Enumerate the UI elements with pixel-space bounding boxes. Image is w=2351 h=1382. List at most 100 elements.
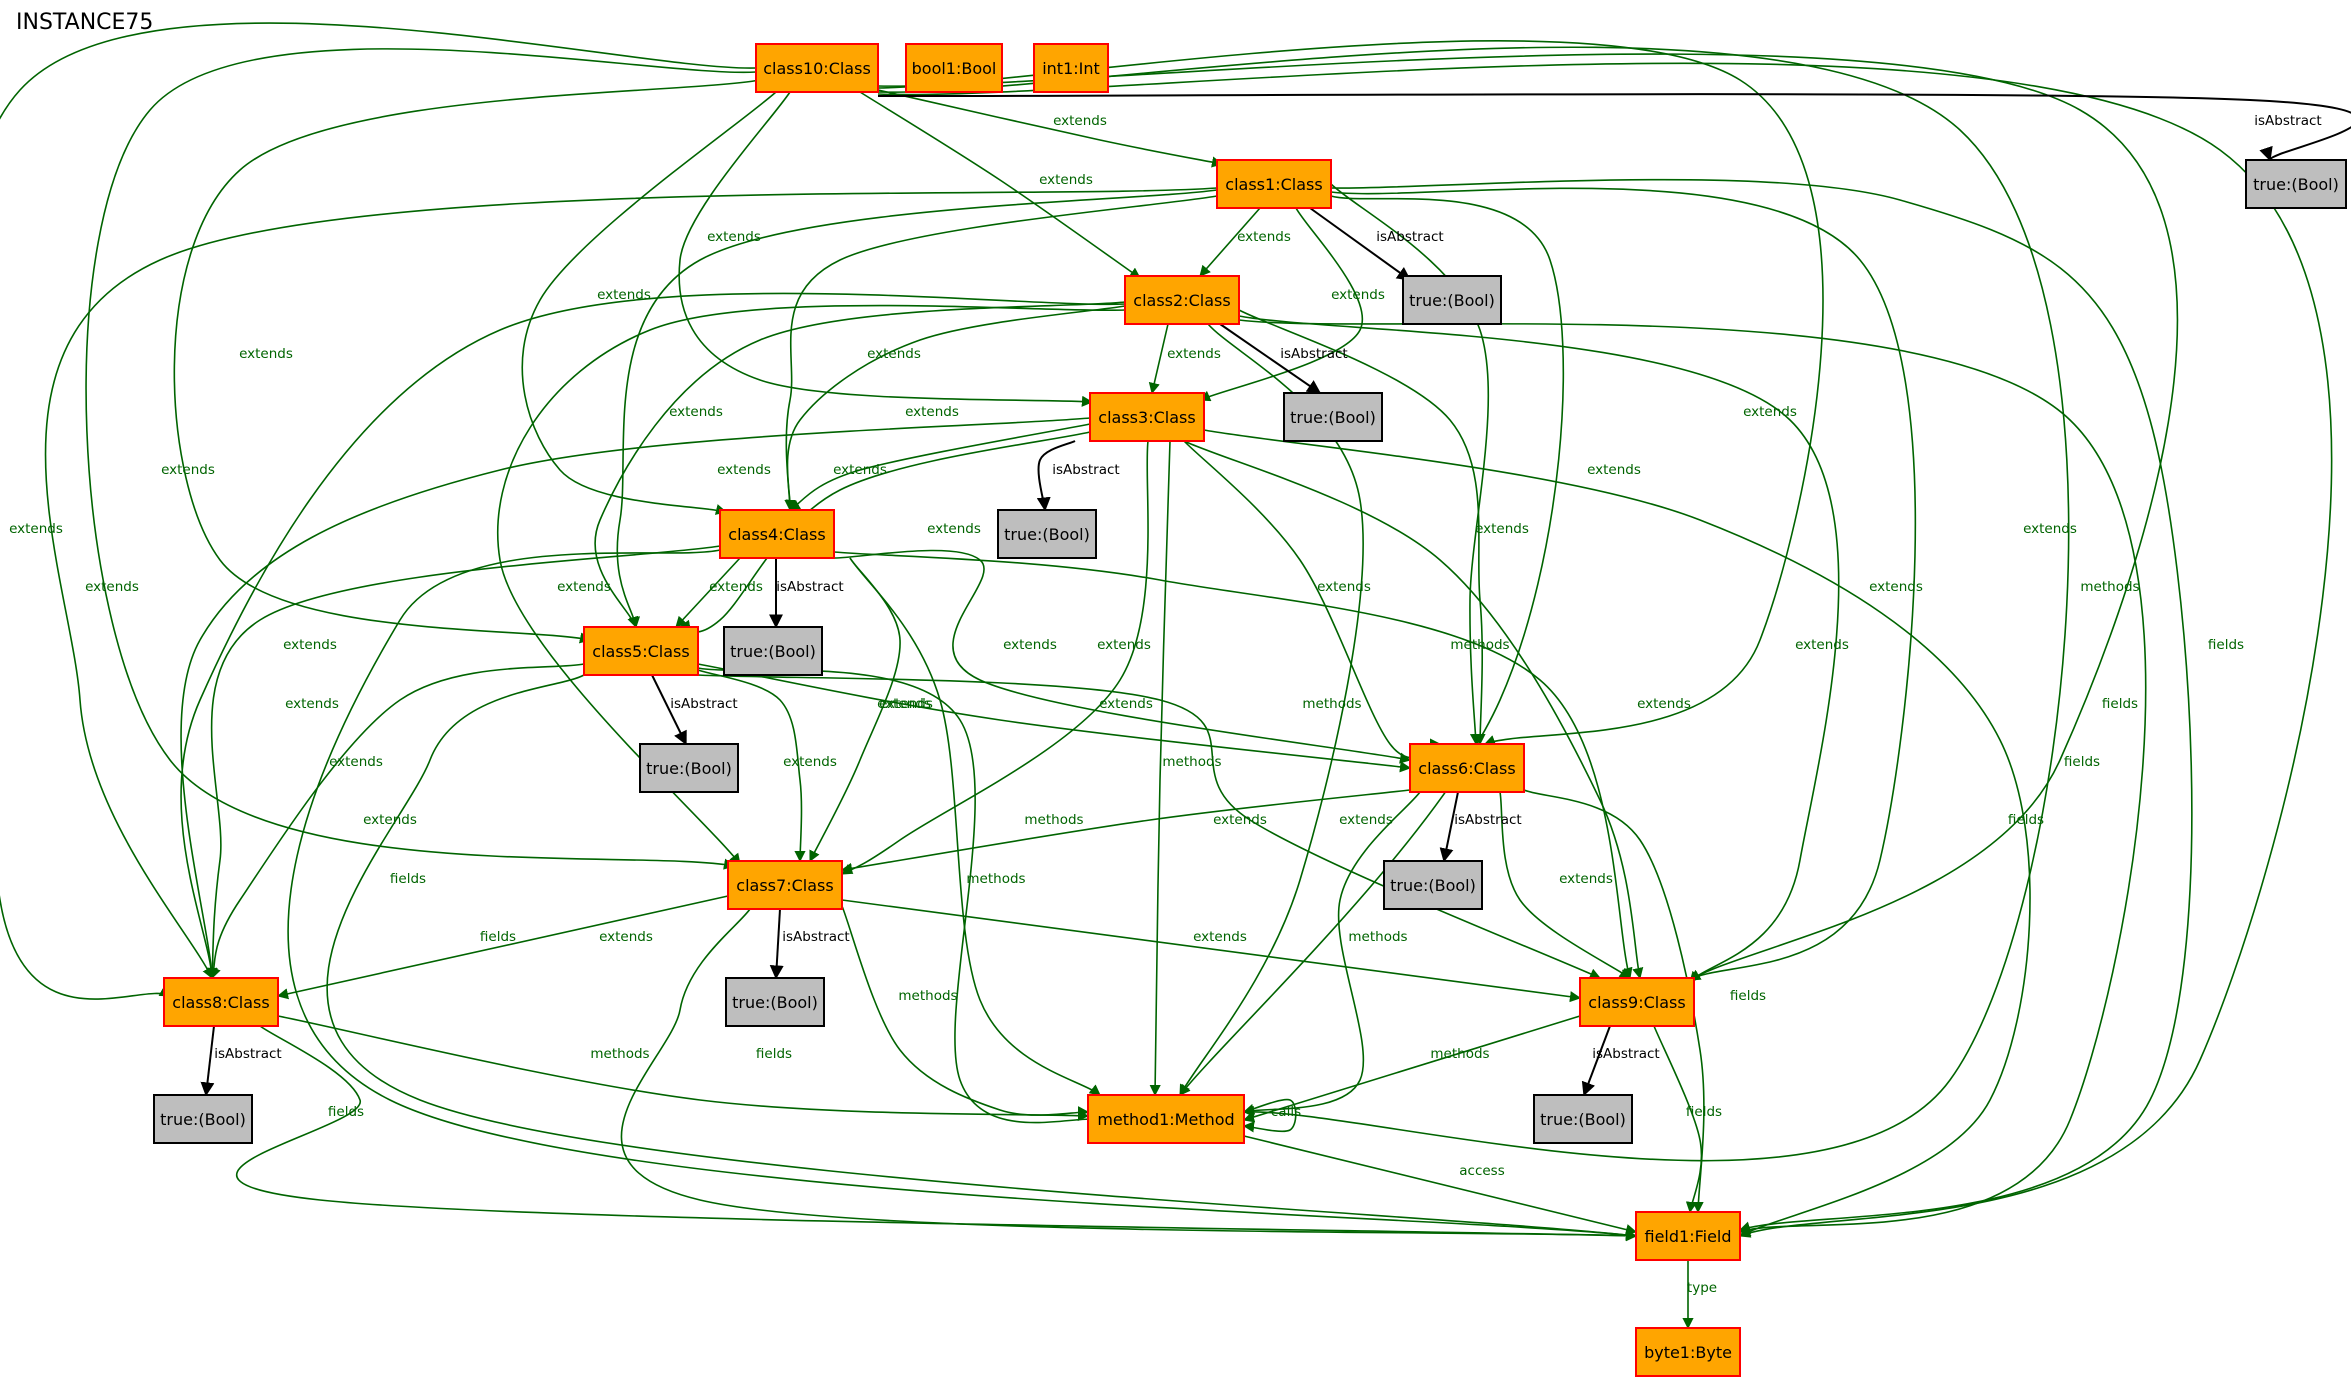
node-class3[interactable]: class3:Class bbox=[1089, 392, 1205, 442]
edge-label-class10-to-class9: extends bbox=[2023, 521, 2077, 537]
edge-class5-to-field1 bbox=[326, 674, 1638, 1241]
node-label-bool1: bool1:Bool bbox=[912, 59, 997, 78]
node-class4[interactable]: class4:Class bbox=[719, 509, 835, 559]
edge-class9-to-t9 bbox=[1581, 1025, 1611, 1097]
edge-class6-to-class7 bbox=[840, 789, 1411, 874]
edge-label-class4-to-class9: extends bbox=[1097, 637, 1151, 653]
edge-label-class4-to-class8: extends bbox=[329, 754, 383, 770]
node-label-class4: class4:Class bbox=[728, 525, 825, 544]
edge-label-class2-to-class6: extends bbox=[1475, 521, 1529, 537]
node-method1[interactable]: method1:Method bbox=[1087, 1094, 1245, 1144]
edge-class4-to-class6 bbox=[833, 549, 1412, 764]
edge-label-class2-to-class8: extends bbox=[283, 637, 337, 653]
edge-class1-to-method1 bbox=[1179, 195, 1565, 1096]
edge-class1-to-class9 bbox=[1330, 187, 1917, 981]
node-label-field1: field1:Field bbox=[1644, 1227, 1731, 1246]
node-label-class1: class1:Class bbox=[1225, 175, 1322, 194]
edge-class10-to-field1 bbox=[877, 62, 2333, 1238]
edge-class7-to-class8 bbox=[276, 895, 729, 1000]
edge-label-class3-to-class5: extends bbox=[927, 521, 981, 537]
node-bool1[interactable]: bool1:Bool bbox=[905, 43, 1003, 93]
edge-class2-to-class3 bbox=[1148, 323, 1169, 395]
edge-class8-to-method1 bbox=[277, 1015, 1090, 1122]
edge-class10-to-class5 bbox=[173, 79, 761, 644]
node-t4[interactable]: true:(Bool) bbox=[723, 626, 823, 676]
edge-class2-to-class9 bbox=[1238, 315, 1840, 983]
edge-label-class1-to-class6: extends bbox=[1587, 462, 1641, 478]
edge-label-class1-to-class2: extends bbox=[1237, 229, 1291, 245]
edge-class4-to-class5 bbox=[675, 557, 741, 628]
edge-class9-to-field1 bbox=[1653, 1025, 1703, 1214]
node-label-class7: class7:Class bbox=[736, 876, 833, 895]
edge-label-class2-to-method1: methods bbox=[1302, 696, 1361, 712]
edge-label-class10-to-class6: extends bbox=[1743, 404, 1797, 420]
edge-class7-to-class9 bbox=[841, 899, 1582, 1003]
edge-class3-to-field1 bbox=[1203, 429, 2031, 1237]
node-t7[interactable]: true:(Bool) bbox=[725, 977, 825, 1027]
edge-label-class9-to-t9: isAbstract bbox=[1592, 1046, 1659, 1062]
edge-class2-to-class4 bbox=[785, 305, 1126, 512]
edge-method1-to-field1 bbox=[1243, 1135, 1638, 1236]
edge-label-class9-to-field1: fields bbox=[1686, 1104, 1722, 1120]
node-int1[interactable]: int1:Int bbox=[1033, 43, 1109, 93]
edge-label-class4-to-method1: methods bbox=[1024, 812, 1083, 828]
edge-class1-to-class8 bbox=[44, 187, 1218, 980]
edge-label-class1-to-class3: extends bbox=[1331, 287, 1385, 303]
edge-class10-to-method1 bbox=[877, 46, 2070, 1162]
edge-label-class5-to-field1: fields bbox=[480, 929, 516, 945]
node-t9[interactable]: true:(Bool) bbox=[1533, 1094, 1633, 1144]
node-class1[interactable]: class1:Class bbox=[1216, 159, 1332, 209]
node-t2[interactable]: true:(Bool) bbox=[1283, 392, 1383, 442]
edge-label-class4-to-t4: isAbstract bbox=[776, 579, 843, 595]
edge-label-class8-to-t8: isAbstract bbox=[214, 1046, 281, 1062]
node-box-t10 bbox=[2245, 159, 2347, 209]
edge-class6-to-t6 bbox=[1439, 791, 1459, 863]
edge-class10-to-class9 bbox=[877, 53, 2179, 981]
node-class5[interactable]: class5:Class bbox=[583, 626, 699, 676]
node-t10[interactable]: true:(Bool) bbox=[2245, 159, 2347, 209]
node-label-class8: class8:Class bbox=[172, 993, 269, 1012]
edge-class6-to-method1 bbox=[1242, 791, 1421, 1115]
node-field1[interactable]: field1:Field bbox=[1635, 1211, 1741, 1261]
node-t6[interactable]: true:(Bool) bbox=[1383, 860, 1483, 910]
edge-class10-to-class6 bbox=[877, 40, 1824, 746]
edge-label-class7-to-class8: extends bbox=[599, 929, 653, 945]
edge-class4-to-class8 bbox=[207, 545, 721, 980]
edge-class2-to-class8 bbox=[180, 292, 1126, 980]
node-box-class1 bbox=[1216, 159, 1332, 209]
node-t3[interactable]: true:(Bool) bbox=[997, 509, 1097, 559]
edge-class4-to-class9 bbox=[833, 551, 1633, 980]
edge-label-class2-to-t2: isAbstract bbox=[1280, 346, 1347, 362]
edge-label-method1-to-method1: calls bbox=[1271, 1104, 1301, 1120]
edge-label-class5-to-method1: methods bbox=[966, 871, 1025, 887]
edge-label-class4-to-class6: extends bbox=[1003, 637, 1057, 653]
node-t1[interactable]: true:(Bool) bbox=[1402, 275, 1502, 325]
edge-class3-to-class7 bbox=[841, 440, 1149, 875]
edge-label-class2-to-class9: extends bbox=[1795, 637, 1849, 653]
node-box-field1 bbox=[1635, 1211, 1741, 1261]
edge-label-class5-to-class7: extends bbox=[783, 754, 837, 770]
node-box-class6 bbox=[1409, 743, 1525, 793]
node-byte1[interactable]: byte1:Byte bbox=[1635, 1327, 1741, 1377]
edge-label-class1-to-field1: fields bbox=[2102, 696, 2138, 712]
node-class6[interactable]: class6:Class bbox=[1409, 743, 1525, 793]
edge-label-class10-to-class1: extends bbox=[1053, 113, 1107, 129]
node-class9[interactable]: class9:Class bbox=[1579, 977, 1695, 1027]
node-class10[interactable]: class10:Class bbox=[755, 43, 879, 93]
node-label-class9: class9:Class bbox=[1588, 993, 1685, 1012]
node-label-t3: true:(Bool) bbox=[1004, 525, 1090, 544]
node-class7[interactable]: class7:Class bbox=[727, 860, 843, 910]
node-label-class10: class10:Class bbox=[763, 59, 871, 78]
edge-class3-to-t3 bbox=[1036, 440, 1076, 512]
node-label-t4: true:(Bool) bbox=[730, 642, 816, 661]
node-box-class2 bbox=[1124, 275, 1240, 325]
edge-label-class7-to-field1: fields bbox=[756, 1046, 792, 1062]
node-t5[interactable]: true:(Bool) bbox=[639, 743, 739, 793]
edge-class5-to-class6 bbox=[697, 663, 1412, 773]
node-class2[interactable]: class2:Class bbox=[1124, 275, 1240, 325]
node-box-class3 bbox=[1089, 392, 1205, 442]
edge-label-field1-to-byte1: type bbox=[1687, 1280, 1717, 1296]
edge-label-class3-to-field1: fields bbox=[2008, 812, 2044, 828]
node-class8[interactable]: class8:Class bbox=[163, 977, 279, 1027]
node-t8[interactable]: true:(Bool) bbox=[153, 1094, 253, 1144]
